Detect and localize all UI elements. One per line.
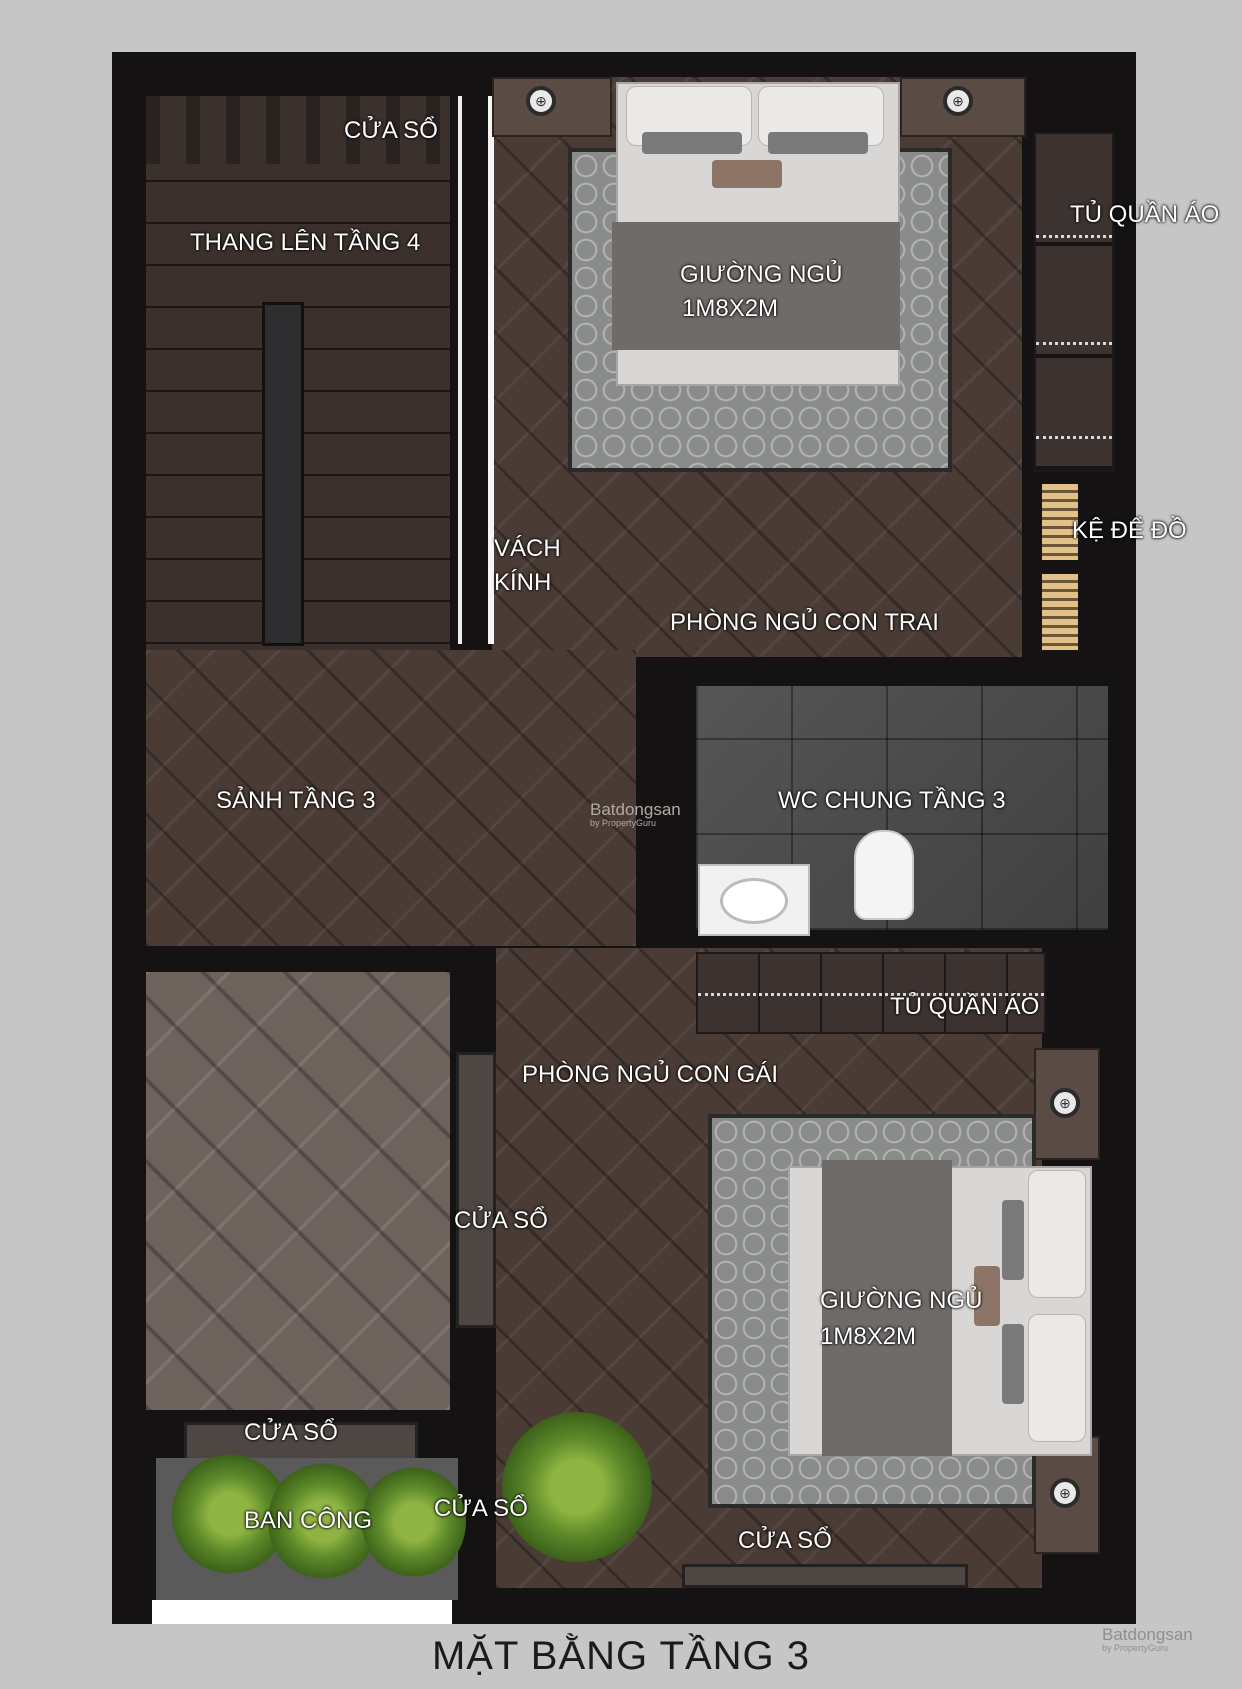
cushion (974, 1266, 1000, 1326)
stair-glass-rail (458, 96, 462, 644)
lamp-icon: ⊕ (526, 86, 556, 116)
toilet (854, 830, 914, 920)
stair-landing (146, 96, 450, 164)
bed-blanket (612, 222, 900, 350)
bed-blanket (822, 1160, 952, 1456)
sink (698, 864, 810, 936)
window-label: CỬA SỔ (434, 1495, 528, 1522)
plant-icon (268, 1462, 378, 1580)
pillow (1028, 1314, 1086, 1442)
window-label: CỬA SỔ (244, 1419, 338, 1446)
pillow (1028, 1170, 1086, 1298)
floor-plan: ⊕ ⊕ ⊕ ⊕ (112, 52, 1219, 1624)
wc-label: WC CHUNG TẦNG 3 (778, 787, 1006, 814)
bed-label: GIƯỜNG NGỦ (680, 261, 843, 288)
storage-shelf (1042, 484, 1078, 560)
plant-icon (502, 1412, 652, 1562)
cushion (768, 132, 868, 154)
plant-icon (362, 1466, 466, 1578)
window-frame (682, 1564, 968, 1588)
watermark-brand: Batdongsan (1102, 1625, 1193, 1644)
bed-size-label: 1M8X2M (820, 1323, 917, 1350)
wardrobe-middle-body (696, 952, 1046, 1034)
balcony-label: BAN CÔNG (244, 1507, 373, 1534)
lobby-label: SẢNH TẦNG 3 (216, 787, 376, 814)
window-label: CỬA SỔ (454, 1207, 548, 1234)
balcony-opening (152, 1600, 452, 1624)
bed-label: GIƯỜNG NGỦ (820, 1287, 983, 1314)
boy-room-label: PHÒNG NGỦ CON TRAI (670, 609, 939, 636)
glass-partition (488, 96, 494, 644)
plan-title: MẶT BẰNG TẦNG 3 (431, 1634, 811, 1678)
light-wood-floor (146, 972, 450, 1410)
watermark-brand: Batdongsan (590, 800, 681, 819)
window-frame (456, 1052, 496, 1328)
watermark-sub: by PropertyGuru (590, 818, 657, 828)
girl-room-label: PHÒNG NGỦ CON GÁI (522, 1061, 779, 1088)
glass-partition-label-2: KÍNH (494, 569, 552, 596)
glass-partition-label: VÁCH (494, 535, 561, 562)
storage-shelf (1042, 574, 1078, 650)
window-label: CỬA SỔ (344, 117, 438, 144)
cushion (642, 132, 742, 154)
lamp-icon: ⊕ (1050, 1088, 1080, 1118)
watermark-sub: by PropertyGuru (1102, 1643, 1169, 1653)
lamp-icon: ⊕ (943, 86, 973, 116)
lobby-floor (146, 650, 636, 946)
watermark: Batdongsan by PropertyGuru (590, 800, 681, 828)
window-label: CỬA SỔ (738, 1527, 832, 1554)
stairs-label: THANG LÊN TẦNG 4 (190, 229, 421, 256)
lamp-icon: ⊕ (1050, 1478, 1080, 1508)
wardrobe-label: TỦ QUẦN ÁO (1070, 201, 1220, 228)
watermark: Batdongsan by PropertyGuru (1102, 1625, 1193, 1653)
wardrobe-right (1034, 132, 1114, 472)
cushion (1002, 1200, 1024, 1280)
stair-handrail (262, 302, 304, 646)
cushion (1002, 1324, 1024, 1404)
bed-size-label: 1M8X2M (682, 295, 779, 322)
cushion (712, 160, 782, 188)
shelf-label: KỆ ĐỂ ĐỒ (1072, 517, 1187, 544)
wardrobe-label: TỦ QUẦN ÁO (890, 993, 1040, 1020)
